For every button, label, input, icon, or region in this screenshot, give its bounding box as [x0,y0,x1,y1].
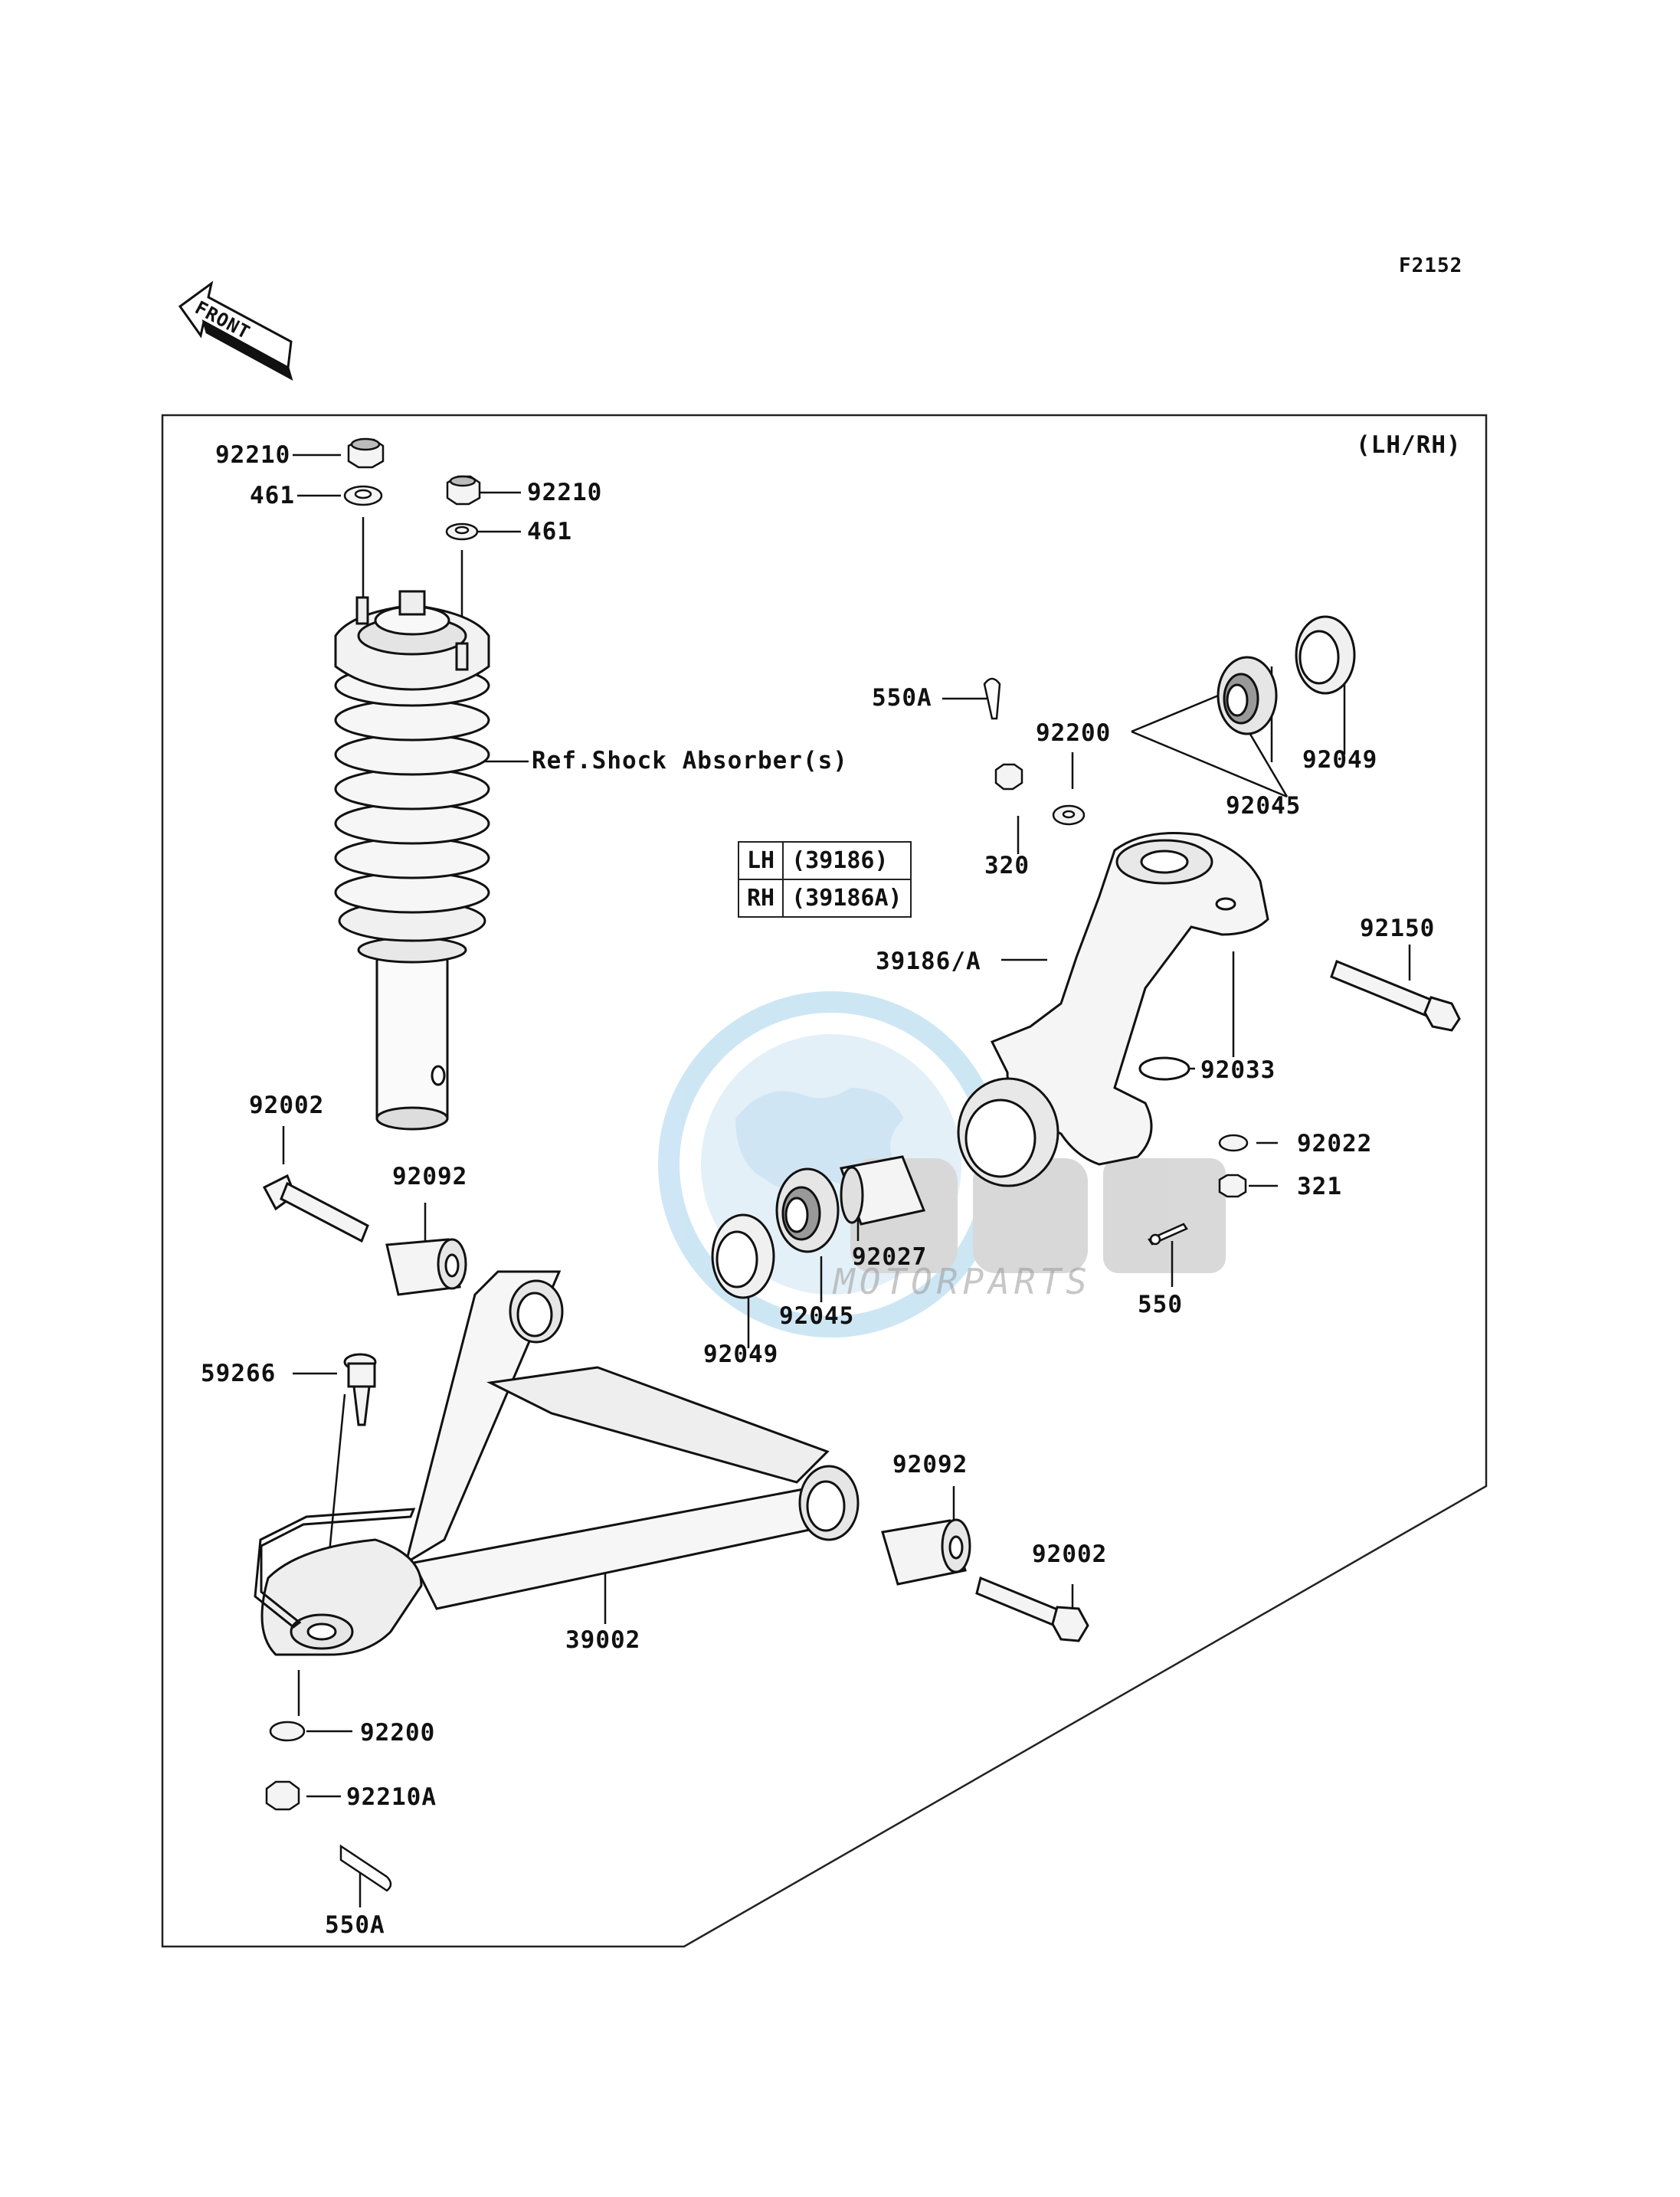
diagram-frame [161,414,1488,1948]
part-label-92027: 92027 [852,1243,928,1271]
knuckle-table: LH (39186) RH (39186A) [737,841,912,918]
front-arrow [178,280,293,381]
part-label-461: 461 [250,482,295,509]
ball-joint-59266 [343,1353,377,1426]
bearing-92045-low [775,1167,840,1253]
knuckle-side: LH [737,841,784,880]
knuckle-table-row: RH (39186A) [737,879,912,918]
knuckle-side: RH [737,879,784,918]
part-label-92200: 92200 [360,1719,436,1747]
part-label-92150: 92150 [1360,915,1436,942]
part-label-92022: 92022 [1297,1130,1373,1157]
part-label-550A: 550A [872,684,932,712]
part-label-92210A: 92210A [346,1783,437,1811]
part-label-92002: 92002 [1032,1541,1108,1568]
knuckle-39186A [957,832,1269,1187]
bolt-92002-right [975,1576,1089,1642]
part-label-461: 461 [527,518,572,545]
bearing-92045-top [1217,656,1278,735]
bolt-92002-left [262,1174,369,1243]
part-label-92045: 92045 [779,1302,855,1330]
washer-461-top [343,485,383,506]
seal-92049-top [1295,615,1356,695]
nut-92210-b [446,475,481,506]
washer-92200-top [1052,804,1086,826]
part-label-320: 320 [984,852,1030,879]
part-label-92200: 92200 [1036,719,1112,747]
part-label-92033: 92033 [1200,1056,1276,1084]
part-label-321: 321 [1297,1173,1342,1200]
part-label-59266: 59266 [201,1360,277,1387]
part-label-92210: 92210 [215,441,291,469]
washer-92022 [1218,1134,1249,1152]
part-label-92049: 92049 [703,1341,779,1368]
knuckle-part: (39186) [782,841,912,880]
nut-320 [994,763,1023,791]
knuckle-part: (39186A) [782,879,912,918]
figure-code: F2152 [1399,254,1463,277]
seal-92049-low [711,1213,775,1299]
nut-321 [1218,1174,1247,1198]
part-label-550: 550 [1138,1291,1183,1318]
cotter-pin-550 [1148,1223,1188,1246]
cotter-pin-550A-top [983,677,1001,720]
a-arm-39002 [254,1270,860,1656]
part-label-550A: 550A [325,1911,385,1939]
washer-461-b [445,522,479,541]
part-label-39002: 39002 [565,1626,641,1654]
part-label-92092: 92092 [392,1163,468,1190]
part-label-92092: 92092 [892,1451,968,1478]
bushing-92092-left [385,1238,467,1296]
nut-92210-top [347,437,385,469]
washer-92200-low [269,1721,306,1742]
side-note: (LH/RH) [1356,431,1462,459]
collar-92027 [839,1155,926,1226]
cotter-pin-550A-low [339,1844,392,1892]
part-label-92210: 92210 [527,479,603,506]
bushing-92092-right [881,1518,971,1586]
knuckle-table-row: LH (39186) [737,841,912,880]
shock-absorber [334,590,490,1131]
bolt-92150 [1330,960,1461,1032]
part-label-92045: 92045 [1226,792,1302,820]
part-label-39186A: 39186/A [876,948,981,975]
reference-note: Ref.Shock Absorber(s) [532,747,848,774]
nut-92210A [265,1780,300,1811]
watermark-sub: MOTORPARTS [833,1261,1092,1302]
part-label-92002: 92002 [249,1092,325,1119]
part-label-92049: 92049 [1302,746,1378,774]
